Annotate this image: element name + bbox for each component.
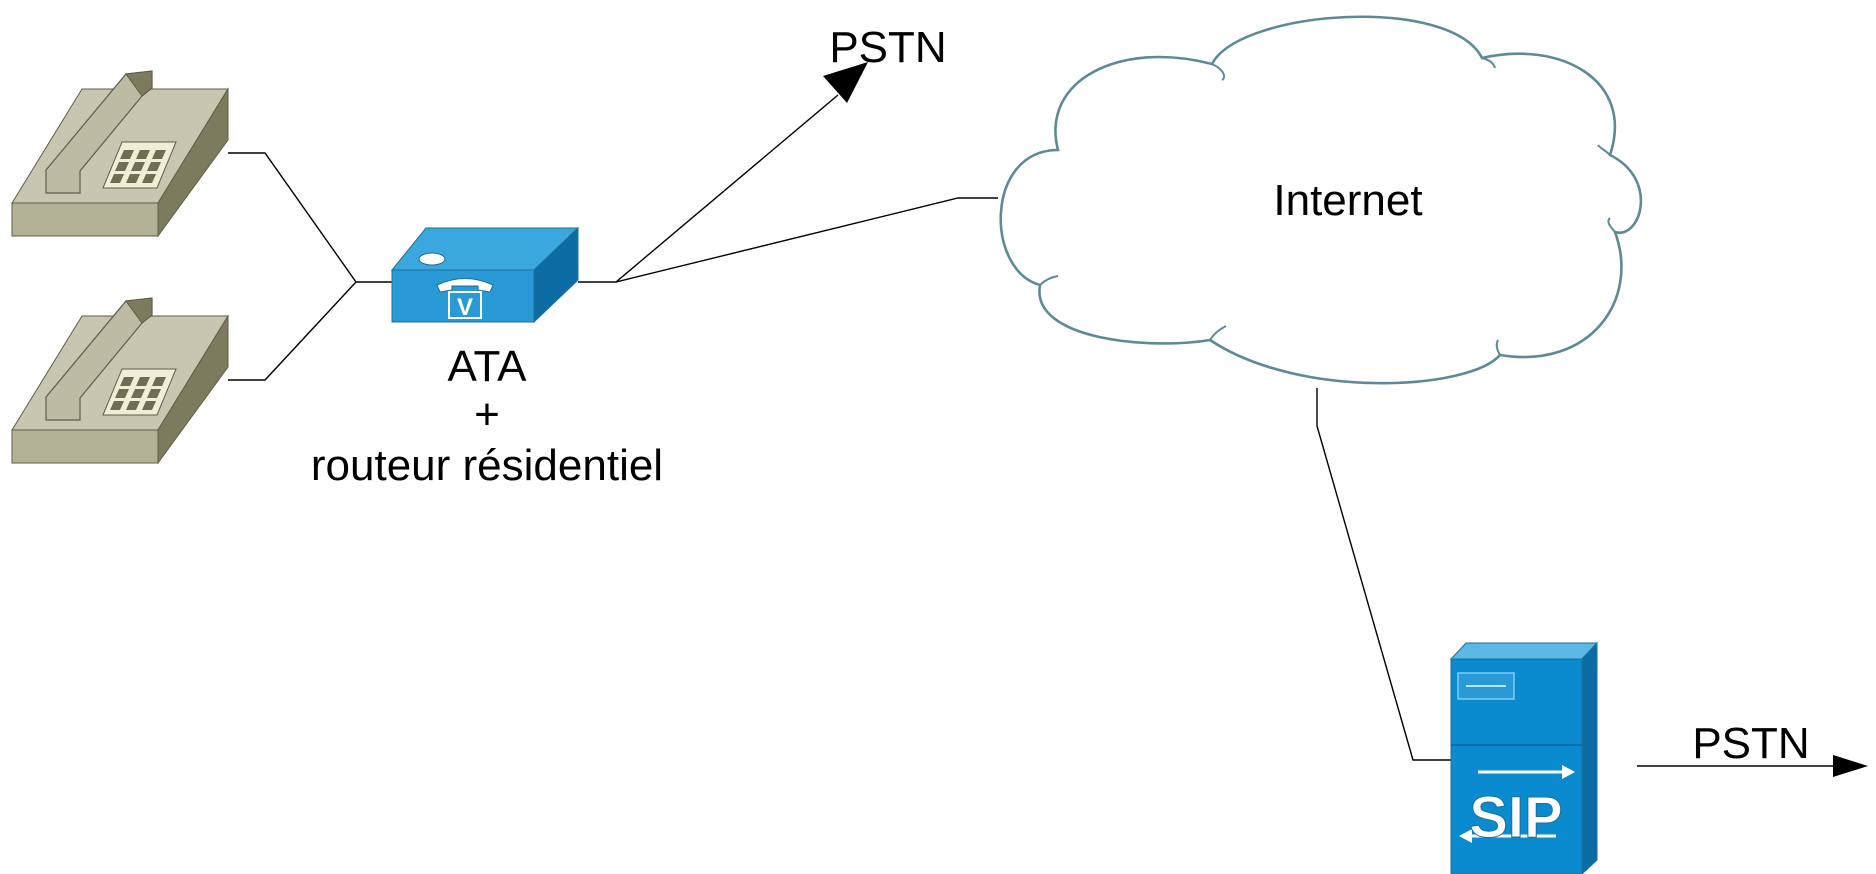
- desk-phone-icon: [11, 297, 229, 465]
- pstn-top-arrowhead: [823, 62, 868, 103]
- sip-glyph: SIP: [1469, 785, 1563, 850]
- cloud-icon: [999, 15, 1643, 385]
- pstn-top-arrow: [615, 94, 839, 283]
- pstn-right-arrowhead: [1833, 755, 1868, 777]
- internet-label: Internet: [1273, 176, 1422, 225]
- sip-proxy-server-icon: SIP: [1449, 641, 1599, 874]
- connection-lines: [228, 152, 1452, 761]
- link-phone-top-to-ata: [228, 152, 392, 283]
- ata-glyph: V: [457, 294, 473, 321]
- ata-label-line3: routeur résidentiel: [311, 441, 663, 490]
- pstn-top-label: PSTN: [829, 23, 946, 72]
- link-phone-bottom-to-ata: [228, 281, 357, 381]
- pstn-right-label: PSTN: [1692, 719, 1809, 768]
- ata-label-line1: ATA: [447, 342, 527, 391]
- ata-label-line2: +: [474, 390, 500, 439]
- link-internet-to-sip: [1316, 388, 1452, 761]
- voice-router-icon: V: [390, 226, 580, 324]
- desk-phone-icon: [11, 70, 229, 238]
- link-ata-to-internet: [578, 197, 998, 283]
